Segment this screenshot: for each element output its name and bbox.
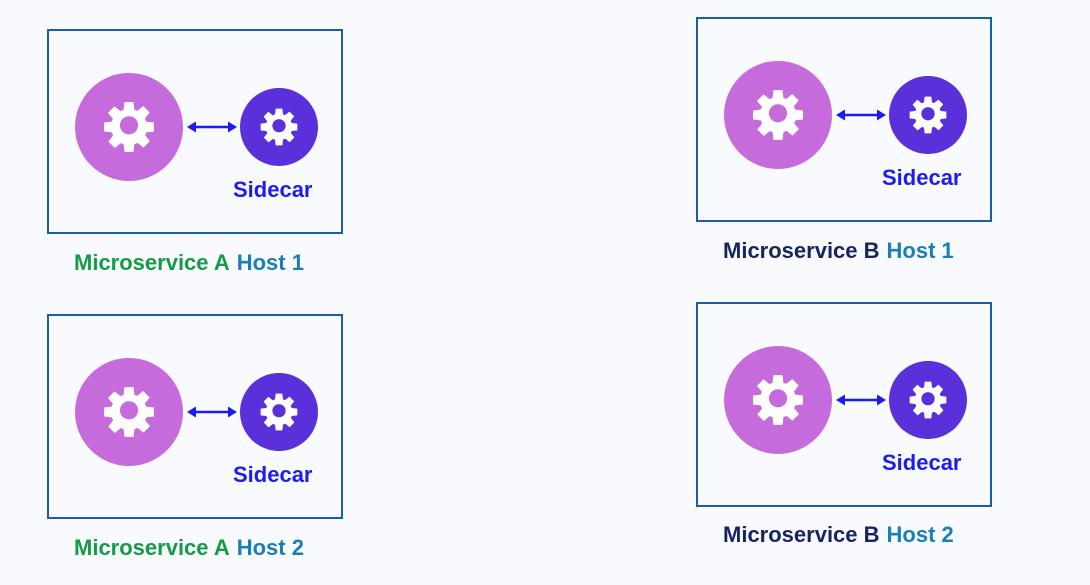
microservice-gear-icon: [75, 358, 183, 466]
bidirectional-arrow: [836, 394, 886, 406]
host-box-a2: Sidecar: [47, 314, 343, 519]
gear-icon: [260, 393, 298, 431]
gear-icon: [260, 108, 298, 146]
service-name: Microservice B: [723, 238, 880, 263]
host-name: Host 2: [236, 535, 304, 560]
host-name: Host 1: [236, 250, 304, 275]
bidirectional-arrow: [836, 109, 886, 121]
gear-icon: [753, 375, 803, 425]
gear-icon: [104, 102, 154, 152]
sidecar-gear-icon: [889, 76, 967, 154]
host-box-b1: Sidecar: [696, 17, 992, 222]
gear-icon: [909, 96, 947, 134]
sidecar-gear-icon: [889, 361, 967, 439]
service-name: Microservice A: [74, 535, 230, 560]
service-name: Microservice B: [723, 522, 880, 547]
sidecar-label: Sidecar: [233, 177, 313, 202]
sidecar-gear-icon: [240, 88, 318, 166]
sidecar-label: Sidecar: [233, 462, 313, 487]
microservice-gear-icon: [75, 73, 183, 181]
microservice-gear-icon: [724, 61, 832, 169]
host-box-b2: Sidecar: [696, 302, 992, 507]
host-box-a1: Sidecar: [47, 29, 343, 234]
sidecar-label: Sidecar: [882, 450, 962, 475]
sidecar-gear-icon: [240, 373, 318, 451]
sidecar-label: Sidecar: [882, 165, 962, 190]
gear-icon: [753, 90, 803, 140]
service-name: Microservice A: [74, 250, 230, 275]
host-name: Host 2: [886, 522, 954, 547]
bidirectional-arrow: [187, 121, 237, 133]
microservice-gear-icon: [724, 346, 832, 454]
gear-icon: [909, 381, 947, 419]
bidirectional-arrow: [187, 406, 237, 418]
gear-icon: [104, 387, 154, 437]
host-name: Host 1: [886, 238, 954, 263]
